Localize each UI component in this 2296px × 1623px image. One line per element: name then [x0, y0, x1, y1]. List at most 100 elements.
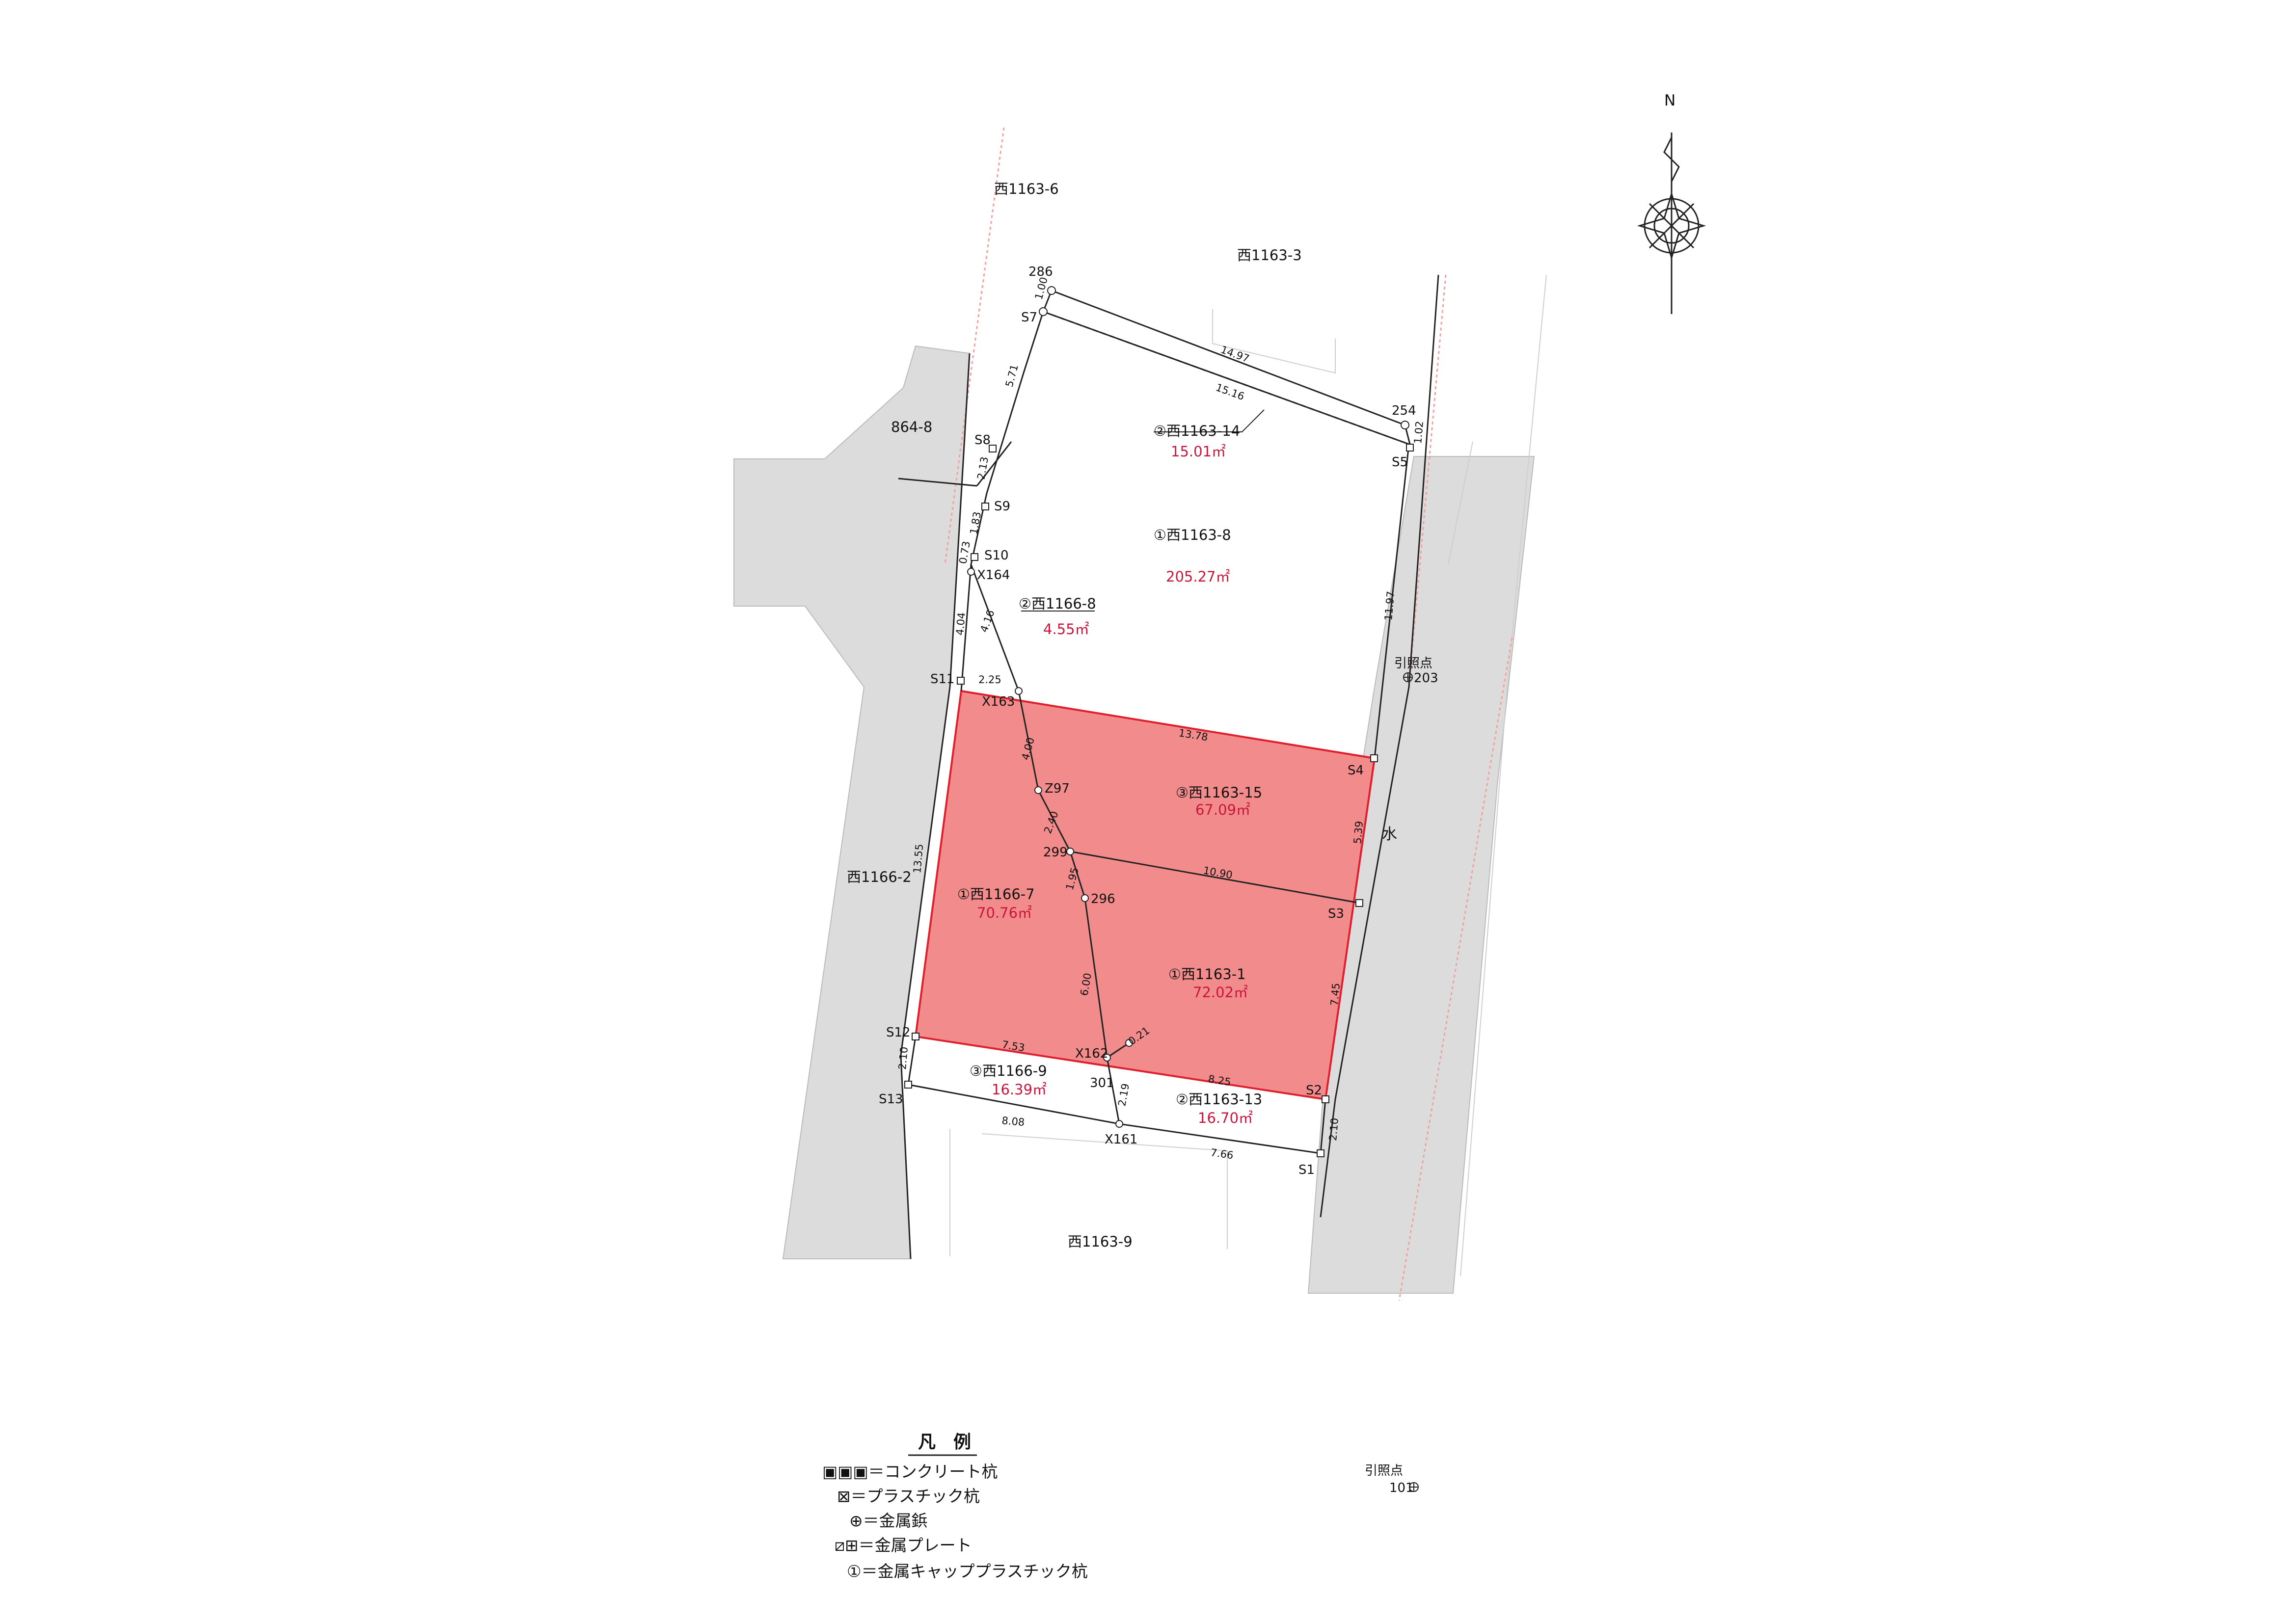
marker-S3 — [1355, 899, 1363, 907]
marker-Z97 — [1034, 786, 1042, 794]
parcel-1166-8-area: 4.55㎡ — [1043, 621, 1089, 638]
neighbor-1163-3: 西1163-3 — [1237, 247, 1302, 264]
parcel-1166-8-label: ②西1166-8 — [1019, 595, 1096, 612]
point-label-299: 299 — [1043, 845, 1068, 860]
dim-4-04: 4.04 — [954, 612, 968, 636]
point-label-S9: S9 — [994, 499, 1010, 514]
marker-0-21 — [1125, 1039, 1133, 1047]
point-label-S3: S3 — [1328, 906, 1344, 921]
neighbor-864-8: 864-8 — [891, 419, 932, 435]
dashed-line-15-16 — [1043, 311, 1409, 445]
parcel-1166-7-label: ①西1166-7 — [957, 886, 1035, 903]
point-label-301: 301 — [1090, 1076, 1114, 1091]
parcel-1163-13-label: ②西1163-13 — [1176, 1091, 1262, 1108]
parcel-1163-14-label: ②西1163-14 — [1154, 423, 1240, 439]
legend-row-metal-plate: ⧄⊞＝金属プレート — [835, 1536, 972, 1555]
marker-S2 — [1322, 1095, 1329, 1103]
marker-254 — [1401, 421, 1409, 429]
dim-4-16: 4.16 — [978, 609, 997, 634]
neighbor-1163-9: 西1163-9 — [1068, 1233, 1133, 1250]
parcel-1163-14-area: 15.01㎡ — [1171, 443, 1226, 460]
marker-296 — [1081, 894, 1089, 902]
marker-286 — [1047, 286, 1056, 295]
marker-S5 — [1406, 444, 1414, 452]
parcel-1163-1-label: ①西1163-1 — [1168, 966, 1246, 983]
dim-2-13: 2.13 — [975, 456, 991, 480]
parcel-1166-9-label: ③西1166-9 — [970, 1063, 1047, 1079]
dim-8-08: 8.08 — [1001, 1115, 1026, 1128]
parcel-1163-1-area: 72.02㎡ — [1193, 984, 1248, 1001]
dim-5-71: 5.71 — [1003, 363, 1021, 388]
legend-row-metal-cap: ①＝金属キャッププラスチック杭 — [847, 1562, 1088, 1581]
dim-2-25: 2.25 — [978, 674, 1001, 686]
point-label-X161: X161 — [1105, 1132, 1137, 1147]
dim-2-10a: 2.10 — [896, 1046, 910, 1070]
marker-S10 — [971, 553, 978, 561]
parcel-1163-8-area: 205.27㎡ — [1166, 568, 1230, 585]
dim-5-39: 5.39 — [1351, 821, 1365, 845]
point-label-S2: S2 — [1306, 1083, 1322, 1098]
point-label-X162: X162 — [1075, 1046, 1108, 1061]
legend-row-plastic: ⊠＝プラスチック杭 — [837, 1487, 980, 1506]
point-label-X163: X163 — [982, 694, 1015, 709]
parcel-1163-8-label: ①西1163-8 — [1154, 527, 1231, 543]
background-lines — [949, 274, 1547, 1277]
dim-2-10b: 2.10 — [1327, 1117, 1341, 1142]
point-markers — [904, 286, 1414, 1157]
point-label-286: 286 — [1028, 265, 1053, 279]
parcel-1163-15-label: ③西1163-15 — [1176, 784, 1262, 801]
marker-S1 — [1317, 1149, 1324, 1157]
parcel-1163-15-area: 67.09㎡ — [1195, 801, 1250, 818]
road-east — [1307, 456, 1535, 1294]
point-label-254: 254 — [1392, 403, 1416, 418]
dim-0-73: 0.73 — [957, 540, 972, 565]
legend-row-concrete: ▣▣▣＝コンクリート杭 — [822, 1462, 998, 1481]
marker-S7 — [1039, 307, 1048, 316]
reference-point-101: 引照点 101 — [1365, 1463, 1419, 1495]
marker-S4 — [1370, 754, 1378, 762]
dim-1-83: 1.83 — [968, 511, 983, 535]
marker-S13 — [904, 1081, 912, 1089]
dim-15-16: 15.16 — [1214, 381, 1246, 402]
marker-X163 — [1015, 687, 1023, 695]
ref-101-label: 引照点 — [1365, 1463, 1403, 1478]
point-label-X164: X164 — [977, 568, 1010, 583]
point-label-Z97: Z97 — [1045, 781, 1070, 796]
callout-leaders — [1021, 409, 1265, 612]
dim-7-45: 7.45 — [1328, 983, 1342, 1007]
dim-11-97: 11.97 — [1382, 590, 1397, 621]
point-label-S7: S7 — [1021, 310, 1037, 325]
dim-13-55: 13.55 — [911, 843, 925, 874]
neighbor-1163-6: 西1163-6 — [994, 181, 1059, 197]
point-label-S4: S4 — [1348, 763, 1364, 778]
water-label: 水 — [1382, 825, 1397, 843]
reference-point-203: 引照点 203 — [1394, 656, 1438, 686]
point-label-S10: S10 — [984, 548, 1009, 563]
dim-1-02: 1.02 — [1412, 421, 1426, 445]
ref-203-label: 引照点 — [1394, 656, 1432, 671]
neighbor-1166-2: 西1166-2 — [847, 869, 912, 885]
dim-14-97: 14.97 — [1219, 344, 1251, 365]
parcel-1166-7-area: 70.76㎡ — [977, 905, 1032, 921]
marker-S9 — [981, 503, 989, 510]
point-label-S12: S12 — [886, 1025, 911, 1040]
point-labels: 286 S7 254 S5 S8 S9 S10 X164 S11 X163 S4… — [879, 265, 1416, 1177]
point-label-S13: S13 — [879, 1092, 903, 1107]
point-label-S11: S11 — [930, 672, 955, 687]
dim-1-00: 1.00 — [1033, 276, 1050, 301]
marker-X164 — [967, 568, 975, 576]
red-boundary-traces — [944, 127, 1513, 1301]
point-label-S1: S1 — [1298, 1163, 1315, 1177]
parcel-1166-9-area: 16.39㎡ — [992, 1081, 1047, 1098]
marker-299 — [1066, 848, 1074, 855]
marker-S12 — [912, 1033, 919, 1040]
marker-X161 — [1115, 1120, 1123, 1128]
marker-X162 — [1103, 1054, 1111, 1062]
point-label-296: 296 — [1091, 892, 1115, 906]
legend: 凡 例 ▣▣▣＝コンクリート杭 ⊠＝プラスチック杭 ⊕＝金属鋲 ⧄⊞＝金属プレー… — [822, 1432, 1088, 1581]
legend-title: 凡 例 — [918, 1432, 971, 1452]
dim-2-19: 2.19 — [1116, 1083, 1132, 1107]
point-label-S8: S8 — [974, 433, 991, 448]
legend-row-metal-rivet: ⊕＝金属鋲 — [849, 1511, 928, 1530]
